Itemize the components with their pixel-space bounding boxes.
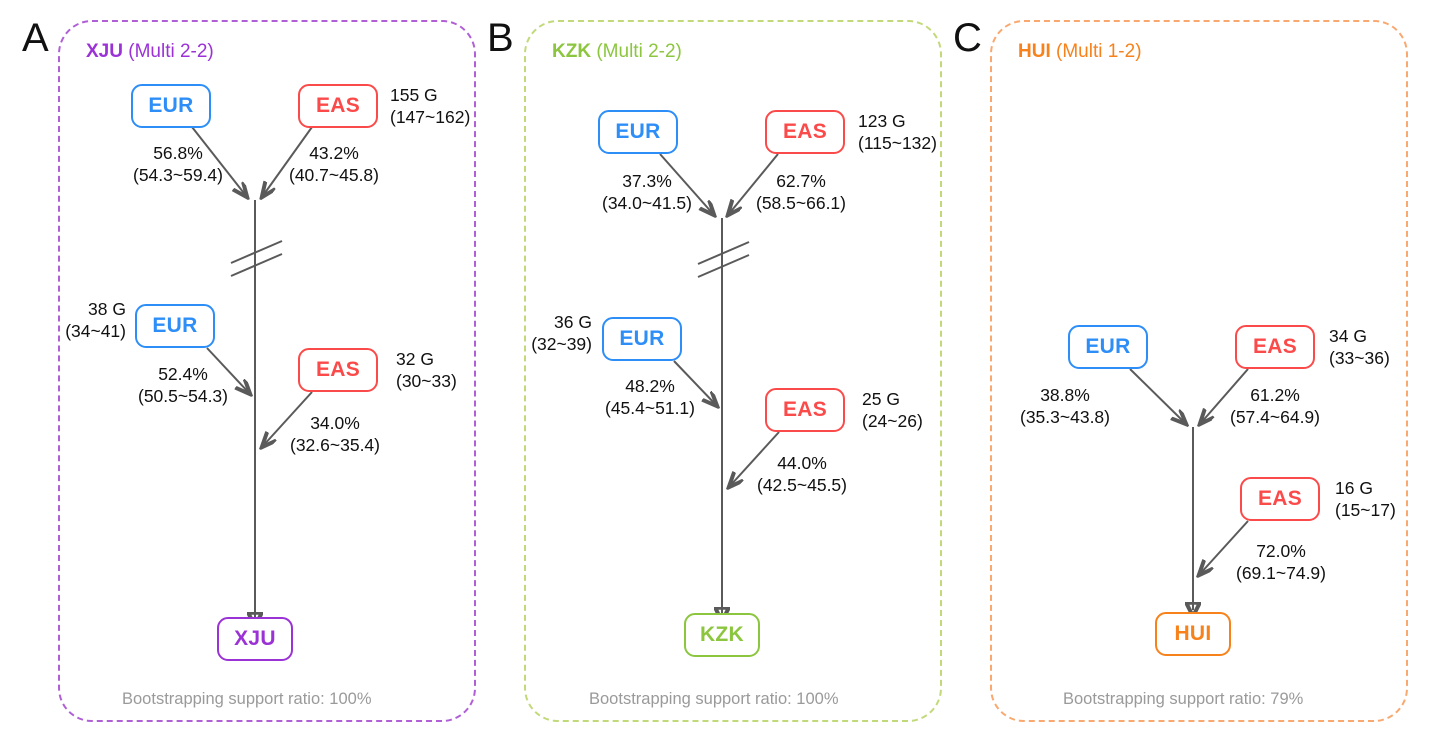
- prop-mid-right-ci-b: (42.5~45.5): [757, 475, 847, 496]
- panel-title-code-a: XJU: [86, 41, 123, 62]
- prop-mid-right-ci-a: (32.6~35.4): [290, 435, 380, 456]
- panel-title-mode-a: (Multi 2-2): [128, 41, 214, 62]
- prop-mid-right-ci-c: (69.1~74.9): [1236, 563, 1326, 584]
- prop-mid-right-b: 44.0% (42.5~45.5): [746, 452, 858, 497]
- node-eas-mid-c[interactable]: EAS: [1240, 477, 1320, 521]
- gen-top-c: 34 G (33~36): [1329, 325, 1390, 370]
- node-eas-top-a[interactable]: EAS: [298, 84, 378, 128]
- gen-mid-left-ci-b: (32~39): [531, 334, 592, 355]
- prop-top-right-value-b: 62.7%: [776, 171, 826, 191]
- prop-top-right-ci-a: (40.7~45.8): [289, 165, 379, 186]
- prop-top-left-ci-a: (54.3~59.4): [133, 165, 223, 186]
- prop-mid-left-ci-a: (50.5~54.3): [138, 386, 228, 407]
- gen-mid-left-ci-a: (34~41): [65, 321, 126, 342]
- prop-mid-right-c: 72.0% (69.1~74.9): [1222, 540, 1340, 585]
- gen-mid-right-a: 32 G (30~33): [396, 348, 457, 393]
- prop-top-left-value-c: 38.8%: [1040, 385, 1090, 405]
- panel-letter-a: A: [22, 16, 49, 60]
- node-eur-top-a[interactable]: EUR: [131, 84, 211, 128]
- node-eas-top-b[interactable]: EAS: [765, 110, 845, 154]
- panel-container-b: [524, 20, 942, 722]
- gen-top-ci-b: (115~132): [858, 133, 937, 154]
- gen-top-value-c: 34 G: [1329, 326, 1367, 346]
- panel-container-c: [990, 20, 1408, 722]
- prop-top-left-b: 37.3% (34.0~41.5): [592, 170, 702, 215]
- prop-top-left-c: 38.8% (35.3~43.8): [1006, 384, 1124, 429]
- prop-top-right-c: 61.2% (57.4~64.9): [1216, 384, 1334, 429]
- prop-mid-left-value-b: 48.2%: [625, 376, 675, 396]
- node-target-xju[interactable]: XJU: [217, 617, 293, 661]
- prop-top-right-ci-b: (58.5~66.1): [756, 193, 846, 214]
- panel-container-a: [58, 20, 476, 722]
- prop-top-right-a: 43.2% (40.7~45.8): [279, 142, 389, 187]
- prop-top-left-value-b: 37.3%: [622, 171, 672, 191]
- gen-mid-right-ci-b: (24~26): [862, 411, 923, 432]
- gen-mid-right-value-b: 25 G: [862, 389, 900, 409]
- gen-top-a: 155 G (147~162): [390, 84, 470, 129]
- prop-top-right-ci-c: (57.4~64.9): [1230, 407, 1320, 428]
- gen-top-value-b: 123 G: [858, 111, 906, 131]
- node-eas-mid-b[interactable]: EAS: [765, 388, 845, 432]
- panel-letter-b: B: [487, 16, 514, 60]
- node-eas-mid-a[interactable]: EAS: [298, 348, 378, 392]
- gen-top-b: 123 G (115~132): [858, 110, 937, 155]
- prop-top-left-ci-c: (35.3~43.8): [1020, 407, 1110, 428]
- panel-title-a: XJU (Multi 2-2): [86, 42, 214, 61]
- node-eas-top-c[interactable]: EAS: [1235, 325, 1315, 369]
- prop-top-right-b: 62.7% (58.5~66.1): [746, 170, 856, 215]
- node-eur-mid-a[interactable]: EUR: [135, 304, 215, 348]
- prop-mid-left-a: 52.4% (50.5~54.3): [128, 363, 238, 408]
- panel-title-mode-b: (Multi 2-2): [596, 41, 682, 62]
- prop-mid-right-value-a: 34.0%: [310, 413, 360, 433]
- footnote-c: Bootstrapping support ratio: 79%: [1063, 690, 1304, 708]
- prop-mid-left-value-a: 52.4%: [158, 364, 208, 384]
- gen-mid-right-ci-a: (30~33): [396, 371, 457, 392]
- prop-mid-left-b: 48.2% (45.4~51.1): [594, 375, 706, 420]
- gen-mid-right-ci-c: (15~17): [1335, 500, 1396, 521]
- node-target-hui[interactable]: HUI: [1155, 612, 1231, 656]
- footnote-a: Bootstrapping support ratio: 100%: [122, 690, 372, 708]
- gen-mid-right-value-a: 32 G: [396, 349, 434, 369]
- panel-title-code-b: KZK: [552, 41, 592, 62]
- panel-title-code-c: HUI: [1018, 41, 1051, 62]
- panel-title-c: HUI (Multi 1-2): [1018, 42, 1142, 61]
- gen-top-ci-a: (147~162): [390, 107, 471, 128]
- gen-mid-right-b: 25 G (24~26): [862, 388, 923, 433]
- node-target-kzk[interactable]: KZK: [684, 613, 760, 657]
- gen-mid-right-value-c: 16 G: [1335, 478, 1373, 498]
- prop-mid-right-value-b: 44.0%: [777, 453, 827, 473]
- prop-top-left-value-a: 56.8%: [153, 143, 203, 163]
- footnote-b: Bootstrapping support ratio: 100%: [589, 690, 839, 708]
- gen-mid-left-value-a: 38 G: [88, 299, 126, 319]
- prop-top-left-a: 56.8% (54.3~59.4): [130, 142, 226, 187]
- gen-mid-left-a: 38 G (34~41): [58, 298, 126, 343]
- prop-mid-left-ci-b: (45.4~51.1): [605, 398, 695, 419]
- gen-top-value-a: 155 G: [390, 85, 438, 105]
- gen-mid-left-value-b: 36 G: [554, 312, 592, 332]
- gen-mid-right-c: 16 G (15~17): [1335, 477, 1396, 522]
- gen-mid-left-b: 36 G (32~39): [524, 311, 592, 356]
- panel-title-mode-c: (Multi 1-2): [1056, 41, 1142, 62]
- node-eur-top-c[interactable]: EUR: [1068, 325, 1148, 369]
- prop-top-left-ci-b: (34.0~41.5): [602, 193, 692, 214]
- prop-mid-right-value-c: 72.0%: [1256, 541, 1306, 561]
- panel-letter-c: C: [953, 16, 982, 60]
- node-eur-mid-b[interactable]: EUR: [602, 317, 682, 361]
- prop-top-right-value-c: 61.2%: [1250, 385, 1300, 405]
- panel-title-b: KZK (Multi 2-2): [552, 42, 682, 61]
- gen-top-ci-c: (33~36): [1329, 348, 1390, 369]
- node-eur-top-b[interactable]: EUR: [598, 110, 678, 154]
- prop-mid-right-a: 34.0% (32.6~35.4): [279, 412, 391, 457]
- prop-top-right-value-a: 43.2%: [309, 143, 359, 163]
